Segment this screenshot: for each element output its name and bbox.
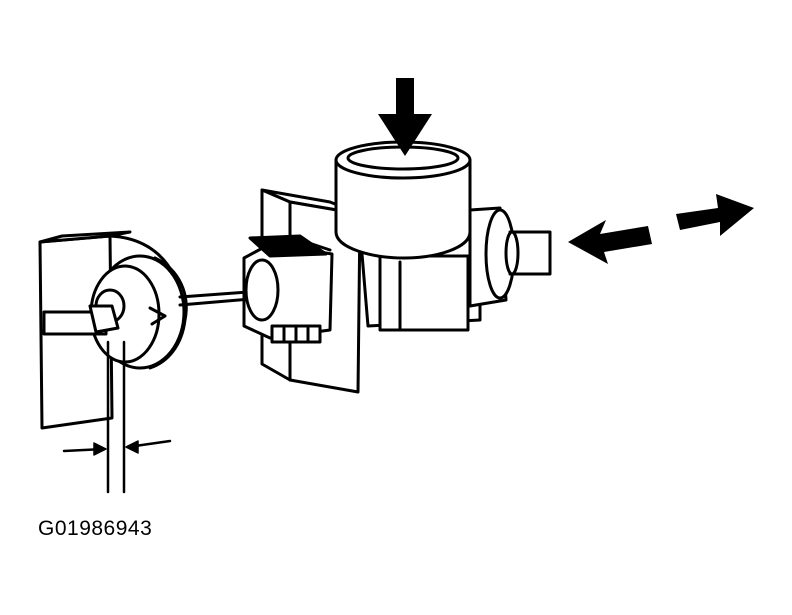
down-arrow-icon bbox=[378, 78, 432, 156]
cylinder-body bbox=[334, 140, 552, 332]
clearance-dimension bbox=[62, 340, 172, 494]
double-arrow-icon bbox=[568, 194, 754, 264]
clevis-block bbox=[242, 234, 334, 344]
figure-id-label: G01986943 bbox=[38, 517, 153, 540]
adjuster-nut bbox=[42, 254, 188, 370]
